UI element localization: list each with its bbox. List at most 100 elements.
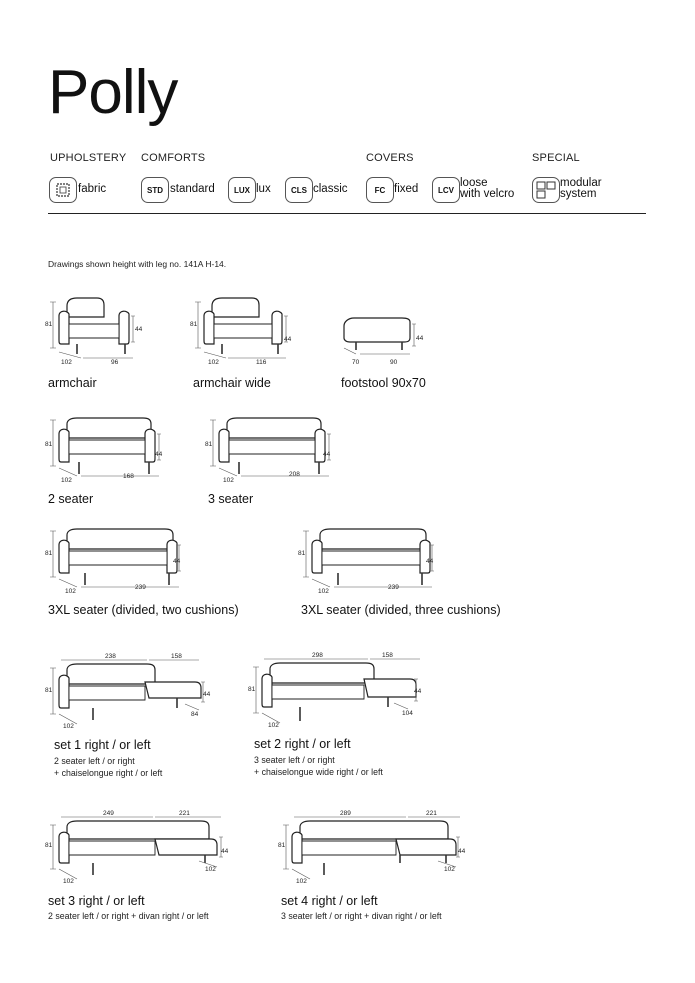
svg-text:102: 102 [205,866,216,873]
svg-text:102: 102 [61,359,72,366]
svg-text:289: 289 [340,810,351,817]
svg-text:102: 102 [208,359,219,366]
svg-text:102: 102 [65,588,76,595]
lcv-label-2: with velcro [460,188,515,200]
modular-label-1: modular [560,177,602,189]
set1-drawing: 238 158 81 44 102 84 [45,653,211,730]
svg-text:44: 44 [221,848,229,855]
svg-text:96: 96 [111,359,119,366]
svg-text:239: 239 [135,584,146,591]
section-upholstery: UPHOLSTERY [50,152,127,164]
svg-text:84: 84 [191,711,199,718]
armchair-label: armchair [48,376,97,390]
set2-line1: 3 seater left / or right [254,755,335,765]
svg-text:298: 298 [312,652,323,659]
std-label: standard [170,183,215,195]
set4-line1: 3 seater left / or right + divan right /… [281,911,442,921]
fabric-icon [49,177,77,203]
modular-icon [532,177,560,203]
svg-text:102: 102 [61,477,72,484]
fc-badge: FC [366,177,394,203]
svg-text:44: 44 [203,691,211,698]
set3-line1: 2 seater left / or right + divan right /… [48,911,209,921]
svg-text:44: 44 [173,558,181,565]
svg-text:44: 44 [284,336,292,343]
armchair-wide-drawing: 81 44 102 116 [190,297,292,366]
svg-text:102: 102 [444,866,455,873]
svg-text:44: 44 [414,688,422,695]
svg-text:102: 102 [296,878,307,885]
svg-text:81: 81 [298,550,306,557]
svg-text:221: 221 [426,810,437,817]
svg-text:81: 81 [248,686,256,693]
svg-text:104: 104 [402,710,413,717]
svg-text:81: 81 [45,842,53,849]
svg-text:44: 44 [458,848,466,855]
set4-drawing: 289 221 81 44 102 102 [278,810,466,885]
cls-label: classic [313,183,348,195]
svg-text:81: 81 [45,550,53,557]
svg-text:81: 81 [45,687,53,694]
svg-text:158: 158 [382,652,393,659]
std-badge: STD [141,177,169,203]
svg-text:70: 70 [352,359,360,366]
lux-label: lux [256,183,271,195]
xl-three-drawing: 81 44 102 239 [298,528,434,595]
two-seater-drawing: 81 44 102 168 [45,417,163,484]
lcv-label-1: loose [460,177,488,189]
svg-text:44: 44 [323,451,331,458]
svg-text:44: 44 [426,558,434,565]
svg-text:116: 116 [256,359,267,366]
svg-text:239: 239 [388,584,399,591]
page-title: Polly [48,58,178,127]
lcv-badge: LCV [432,177,460,203]
footstool-label: footstool 90x70 [341,376,426,390]
section-comforts: COMFORTS [141,152,206,164]
fabric-label: fabric [78,183,107,195]
set1-line2: + chaiselongue right / or left [54,768,163,778]
set2-drawing: 298 158 81 44 102 104 [248,652,422,729]
three-seater-drawing: 81 44 102 208 [205,417,331,484]
header-divider [48,213,646,214]
set1-label: set 1 right / or left [54,738,151,752]
fc-label: fixed [394,183,419,195]
armchair-wide-label: armchair wide [193,376,271,390]
section-covers: COVERS [366,152,414,164]
svg-text:81: 81 [45,321,53,328]
set2-line2: + chaiselongue wide right / or left [254,767,383,777]
xl-two-drawing: 81 44 102 239 [45,528,181,595]
set4-label: set 4 right / or left [281,894,378,908]
two-seater-label: 2 seater [48,492,94,506]
footstool-drawing: 44 70 90 [343,317,424,366]
svg-text:221: 221 [179,810,190,817]
lux-badge: LUX [228,177,256,203]
leg-note: Drawings shown height with leg no. 141A … [48,259,227,269]
svg-text:102: 102 [223,477,234,484]
svg-text:81: 81 [205,441,213,448]
svg-text:208: 208 [289,471,300,478]
armchair-drawing: 81 44 102 96 [45,297,143,366]
set2-label: set 2 right / or left [254,737,351,751]
svg-text:168: 168 [123,473,134,480]
svg-text:158: 158 [171,653,182,660]
three-seater-label: 3 seater [208,492,254,506]
xl-three-label: 3XL seater (divided, three cushions) [301,603,501,617]
xl-two-label: 3XL seater (divided, two cushions) [48,603,239,617]
section-special: SPECIAL [532,152,580,164]
svg-text:81: 81 [278,842,286,849]
svg-text:102: 102 [63,723,74,730]
svg-text:102: 102 [318,588,329,595]
svg-text:102: 102 [268,722,279,729]
svg-text:81: 81 [190,321,198,328]
set3-label: set 3 right / or left [48,894,145,908]
svg-text:81: 81 [45,441,53,448]
svg-text:249: 249 [103,810,114,817]
svg-text:238: 238 [105,653,116,660]
svg-text:44: 44 [135,326,143,333]
svg-text:44: 44 [416,335,424,342]
svg-text:44: 44 [155,451,163,458]
set1-line1: 2 seater left / or right [54,756,135,766]
modular-label-2: system [560,188,597,200]
svg-text:90: 90 [390,359,398,366]
